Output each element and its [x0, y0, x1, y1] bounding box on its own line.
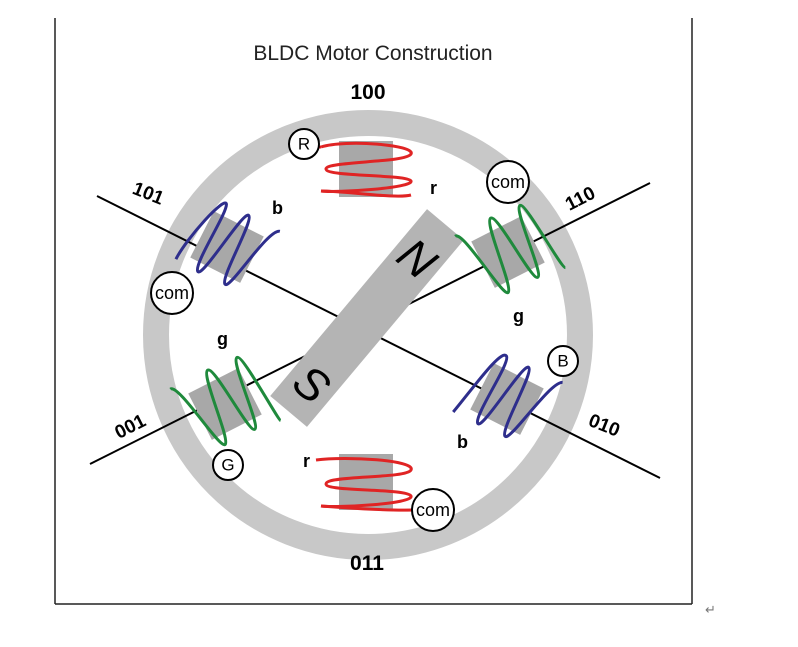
com-label-top-right: com: [491, 172, 525, 192]
paragraph-mark: ↵: [705, 602, 716, 617]
terminal-r-label: R: [298, 135, 310, 154]
diagram-title: BLDC Motor Construction: [253, 42, 492, 65]
terminal-b-label: B: [557, 352, 568, 371]
coil-label-r-bottom: r: [303, 451, 310, 471]
hall-code-bottom-left: 001: [112, 410, 150, 443]
terminal-com-bottom: com: [411, 488, 455, 532]
terminal-g: G: [212, 449, 244, 481]
com-label-left: com: [155, 283, 189, 303]
hall-code-bottom-right: 010: [585, 410, 622, 441]
coil-g-upper-right: [453, 203, 567, 294]
hall-code-top-left: 101: [129, 178, 167, 210]
coil-label-r-top: r: [430, 178, 437, 198]
hall-code-bottom: 011: [350, 552, 384, 575]
coil-label-b-upper: b: [272, 198, 283, 218]
coil-b-upper-left: [174, 201, 281, 286]
terminal-g-label: G: [221, 456, 234, 475]
rotor-magnet: N S: [270, 209, 464, 427]
coil-label-g-left: g: [217, 329, 228, 349]
hall-code-top: 100: [350, 81, 385, 104]
coil-r-bottom: [315, 454, 427, 512]
coil-r-top: [304, 141, 413, 198]
stator-ring: [143, 110, 593, 560]
com-label-bottom: com: [416, 500, 450, 520]
terminal-com-top-right: com: [486, 160, 530, 204]
terminal-com-left: com: [150, 271, 194, 315]
diagram-frame: [54, 18, 693, 605]
coil-b-lower-right: [452, 353, 563, 438]
coil-label-b-lower: b: [457, 432, 468, 452]
coil-label-g-right: g: [513, 306, 524, 326]
terminal-b: B: [547, 345, 579, 377]
coil-g-lower-left: [168, 355, 282, 446]
terminal-r: R: [288, 128, 320, 160]
